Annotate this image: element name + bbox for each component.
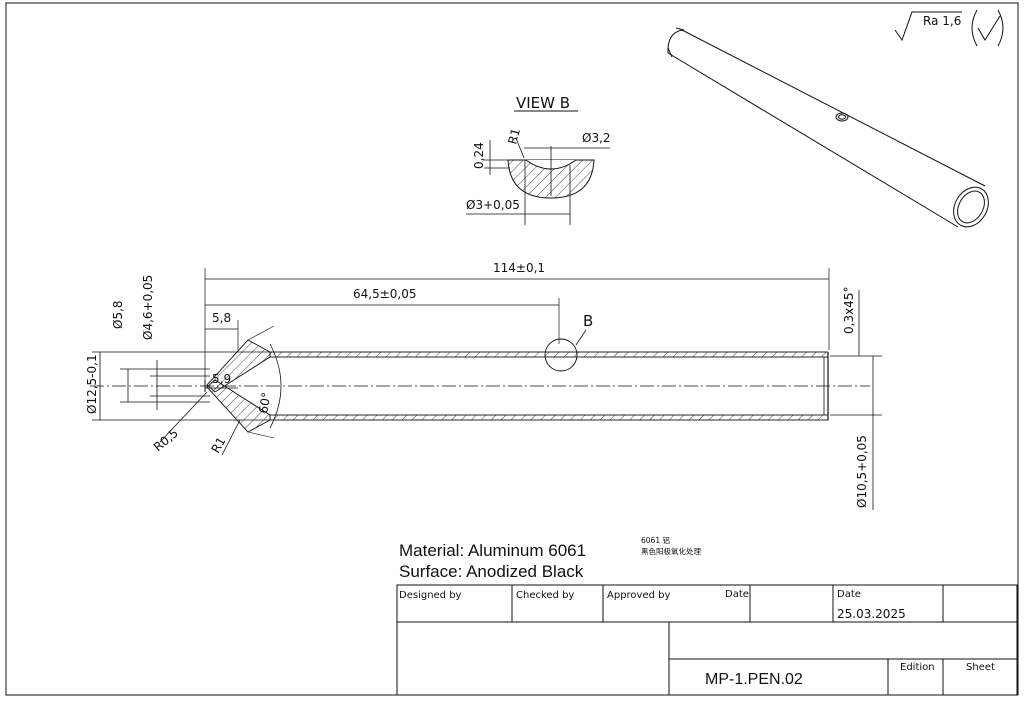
date-value: 25.03.2025 bbox=[837, 607, 906, 621]
dim-angle: 60° bbox=[256, 391, 273, 414]
detail-b-label: B bbox=[583, 312, 593, 330]
title-block bbox=[396, 584, 1018, 696]
dim-overall-length: 114±0,1 bbox=[493, 261, 545, 275]
dim-r0-5: R0,5 bbox=[151, 426, 181, 454]
material-note: Material: Aluminum 6061 bbox=[399, 541, 586, 560]
sheet-label: Sheet bbox=[966, 662, 995, 673]
date-label: Date bbox=[837, 589, 861, 600]
isometric-view bbox=[667, 27, 989, 228]
dim-outer-diameter: Ø12,5-0,1 bbox=[85, 354, 99, 414]
dim-5-8-horizontal: 5,8 bbox=[212, 311, 231, 325]
view-b-dim-d3: Ø3+0,05 bbox=[466, 198, 520, 212]
dim-inner-diameter: Ø10,5+0,05 bbox=[855, 435, 869, 508]
checked-by-label: Checked by bbox=[516, 590, 574, 601]
drawing-number: MP-1.PEN.02 bbox=[705, 671, 803, 688]
dim-hole-position: 64,5±0,05 bbox=[353, 287, 417, 301]
edition-label: Edition bbox=[900, 662, 935, 673]
dim-d5-8: Ø5,8 bbox=[111, 300, 125, 329]
view-b-title: VIEW B bbox=[516, 94, 570, 112]
material-notes: Material: Aluminum 6061 Surface: Anodize… bbox=[399, 535, 701, 581]
dim-chamfer: 0,3x45° bbox=[842, 287, 856, 334]
view-b-dim-d32: Ø3,2 bbox=[582, 131, 611, 145]
surface-finish-symbol: Ra 1,6 bbox=[894, 9, 1004, 47]
view-b-dim-r1: R1 bbox=[505, 127, 523, 146]
main-section-view: B 114±0,1 64,5±0,05 5,8 5,9 Ø12,5-0,1 Ø5… bbox=[85, 261, 882, 510]
date-label-approval: Date bbox=[725, 589, 749, 600]
chinese-note-line-2: 黑色阳极氧化处理 bbox=[641, 546, 701, 556]
dim-5-9-horizontal: 5,9 bbox=[212, 372, 231, 386]
view-b-dim-024: 0,24 bbox=[472, 142, 486, 169]
chinese-note-line-1: 6061 铝 bbox=[641, 535, 670, 545]
surface-note: Surface: Anodized Black bbox=[399, 562, 584, 581]
designed-by-label: Designed by bbox=[399, 590, 462, 601]
dim-d4-6: Ø4,6+0,05 bbox=[141, 275, 155, 340]
approved-by-label: Approved by bbox=[607, 590, 670, 601]
roughness-label: Ra 1,6 bbox=[923, 14, 961, 28]
dim-r1: R1 bbox=[208, 435, 228, 456]
view-b-detail: VIEW B 0,24 R1 Ø3,2 Ø3+0,05 bbox=[466, 94, 611, 225]
